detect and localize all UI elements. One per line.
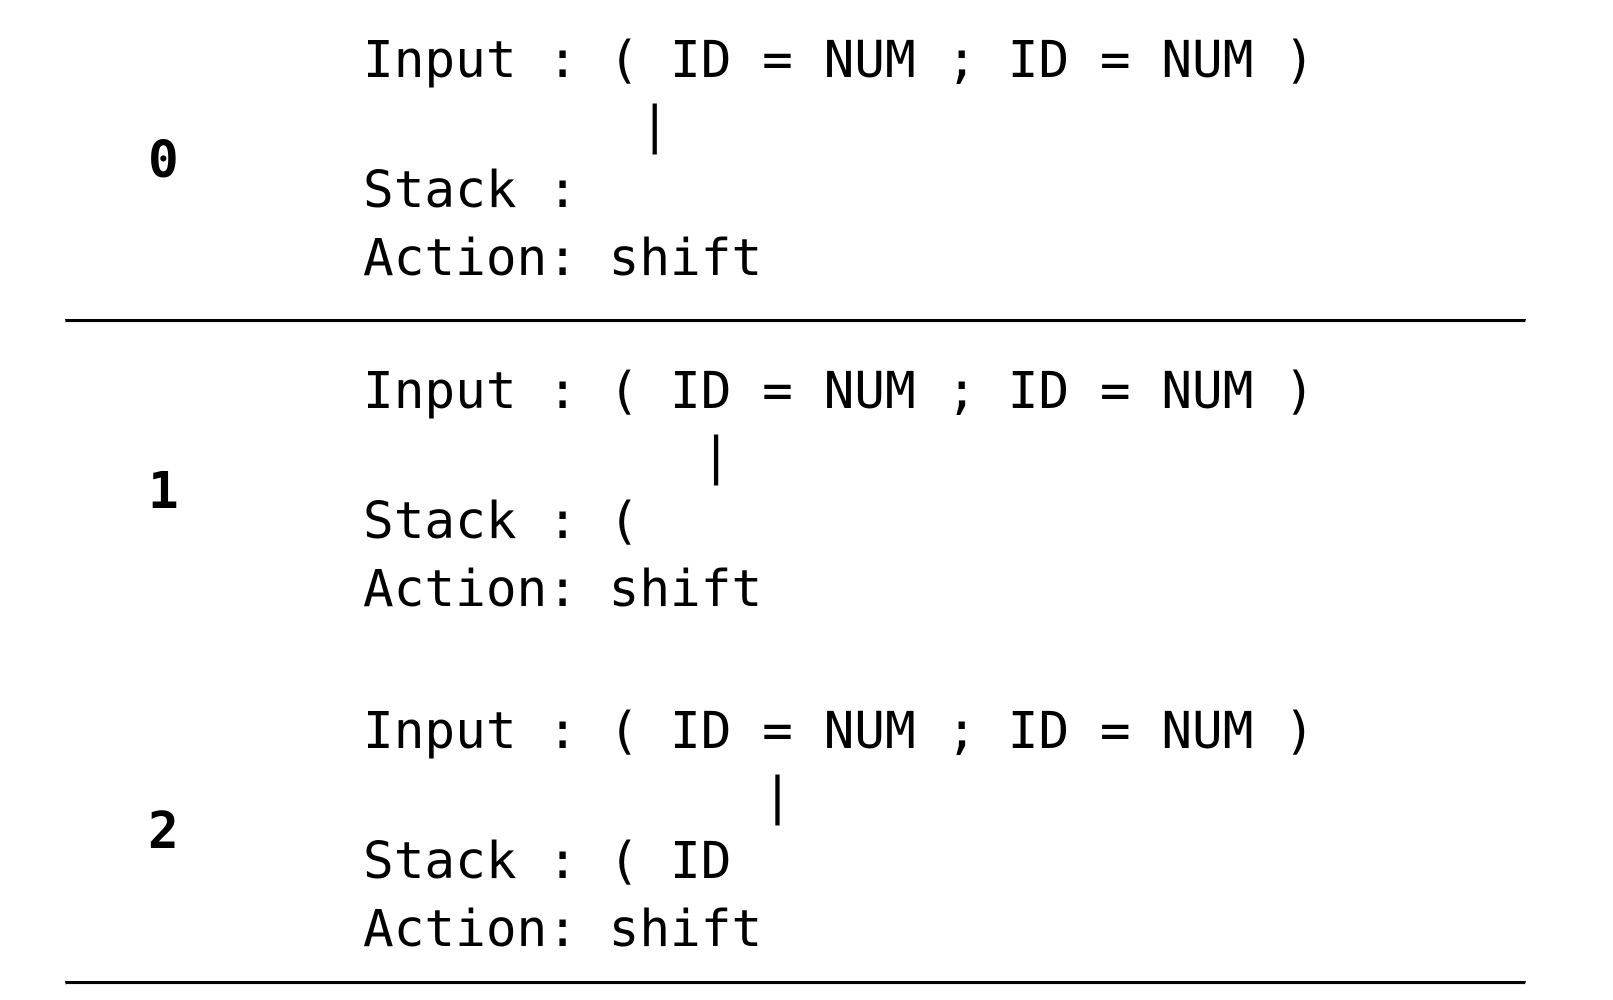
stack-line: Stack : ( ID xyxy=(363,832,732,891)
row-divider xyxy=(65,981,1526,985)
step-index-cell: 2 xyxy=(0,806,363,857)
input-line: Input : ( ID = NUM ; ID = NUM ) xyxy=(363,702,1315,761)
trace-step-row: 2 Input : ( ID = NUM ; ID = NUM ) | Stac… xyxy=(0,662,1613,1000)
step-index-label: 2 xyxy=(148,801,179,861)
step-index-label: 1 xyxy=(148,461,179,521)
row-divider xyxy=(65,319,1526,323)
input-cursor-line: | xyxy=(363,767,793,826)
stack-line: Stack : ( xyxy=(363,492,640,551)
input-line: Input : ( ID = NUM ; ID = NUM ) xyxy=(363,31,1315,90)
step-body: Input : ( ID = NUM ; ID = NUM ) | Stack … xyxy=(363,358,1613,624)
action-line: Action: shift xyxy=(363,900,763,959)
step-index-cell: 0 xyxy=(0,135,363,186)
stack-line: Stack : xyxy=(363,161,609,220)
input-cursor-line: | xyxy=(363,96,671,155)
action-line: Action: shift xyxy=(363,560,763,619)
action-line: Action: shift xyxy=(363,229,763,288)
trace-step-row: 1 Input : ( ID = NUM ; ID = NUM ) | Stac… xyxy=(0,320,1613,985)
input-cursor-line: | xyxy=(363,427,732,486)
trace-step-row: 0 Input : ( ID = NUM ; ID = NUM ) | Stac… xyxy=(0,0,1613,323)
step-body: Input : ( ID = NUM ; ID = NUM ) | Stack … xyxy=(363,27,1613,293)
step-body: Input : ( ID = NUM ; ID = NUM ) | Stack … xyxy=(363,698,1613,964)
input-line: Input : ( ID = NUM ; ID = NUM ) xyxy=(363,362,1315,421)
step-index-label: 0 xyxy=(148,130,179,190)
step-index-cell: 1 xyxy=(0,466,363,517)
